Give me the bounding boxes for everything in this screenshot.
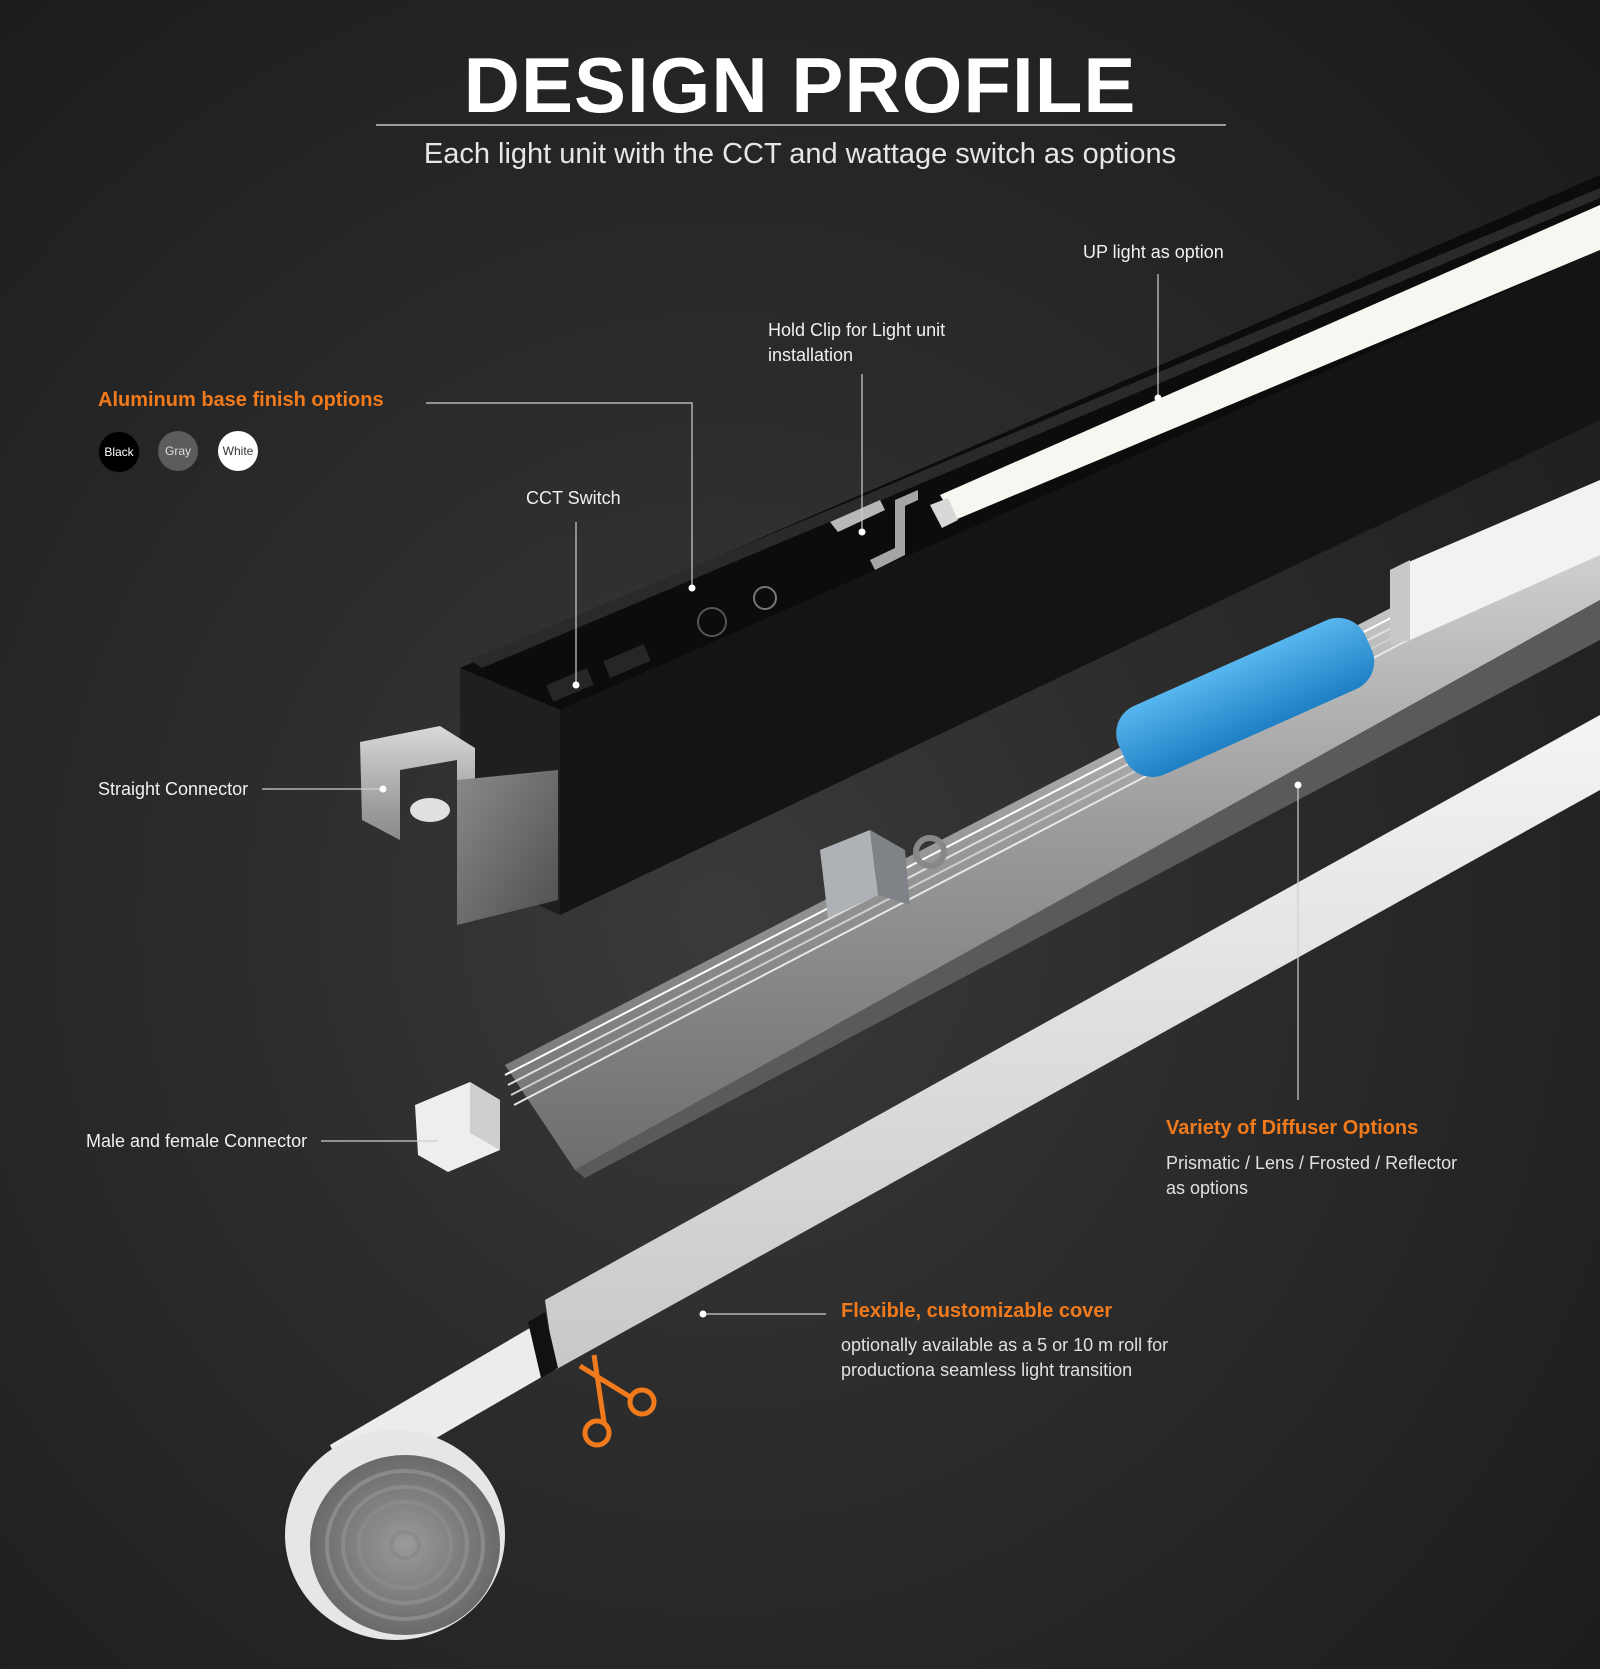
driver-box [1390,480,1600,640]
label-cct-switch: CCT Switch [526,488,621,508]
cover-heading: Flexible, customizable cover [841,1300,1113,1322]
scissors-icon [578,1354,657,1448]
label-up-light: UP light as option [1083,242,1224,262]
label-hold-clip: Hold Clip for Light unit installation [768,320,946,365]
leader-dots [379,394,1302,1318]
black-housing [460,175,1600,915]
diffuser-heading: Variety of Diffuser Options [1166,1117,1419,1139]
cct-switch-graphic [546,586,777,702]
straight-connector-graphic [360,726,558,925]
finish-swatch-gray: Gray [158,431,198,471]
label-male-female-connector: Male and female Connector [86,1131,308,1151]
cover-roll [285,1430,505,1640]
driver-box-end [1390,560,1410,645]
mounting-clip-graphic [820,830,947,918]
battery-pack [1116,617,1375,778]
leader-lines [262,274,1299,1315]
finish-swatch-black: Black [98,431,140,473]
title-divider [376,124,1226,126]
finish-heading: Aluminum base finish options [98,389,384,411]
cover-description: optionally available as a 5 or 10 m roll… [841,1335,1169,1380]
male-female-connector-graphic [415,1082,500,1172]
diffuser-description: Prismatic / Lens / Frosted / Reflector a… [1166,1153,1458,1198]
up-light-strip [940,205,1600,520]
up-light-endcap [930,498,958,528]
label-straight-connector: Straight Connector [98,779,249,799]
cut-gap [528,1312,558,1378]
hold-clip-graphic [830,490,918,570]
finish-swatch-white: White [218,431,258,471]
page-title: DESIGN PROFILE [463,41,1137,129]
page-subtitle: Each light unit with the CCT and wattage… [423,138,1177,170]
